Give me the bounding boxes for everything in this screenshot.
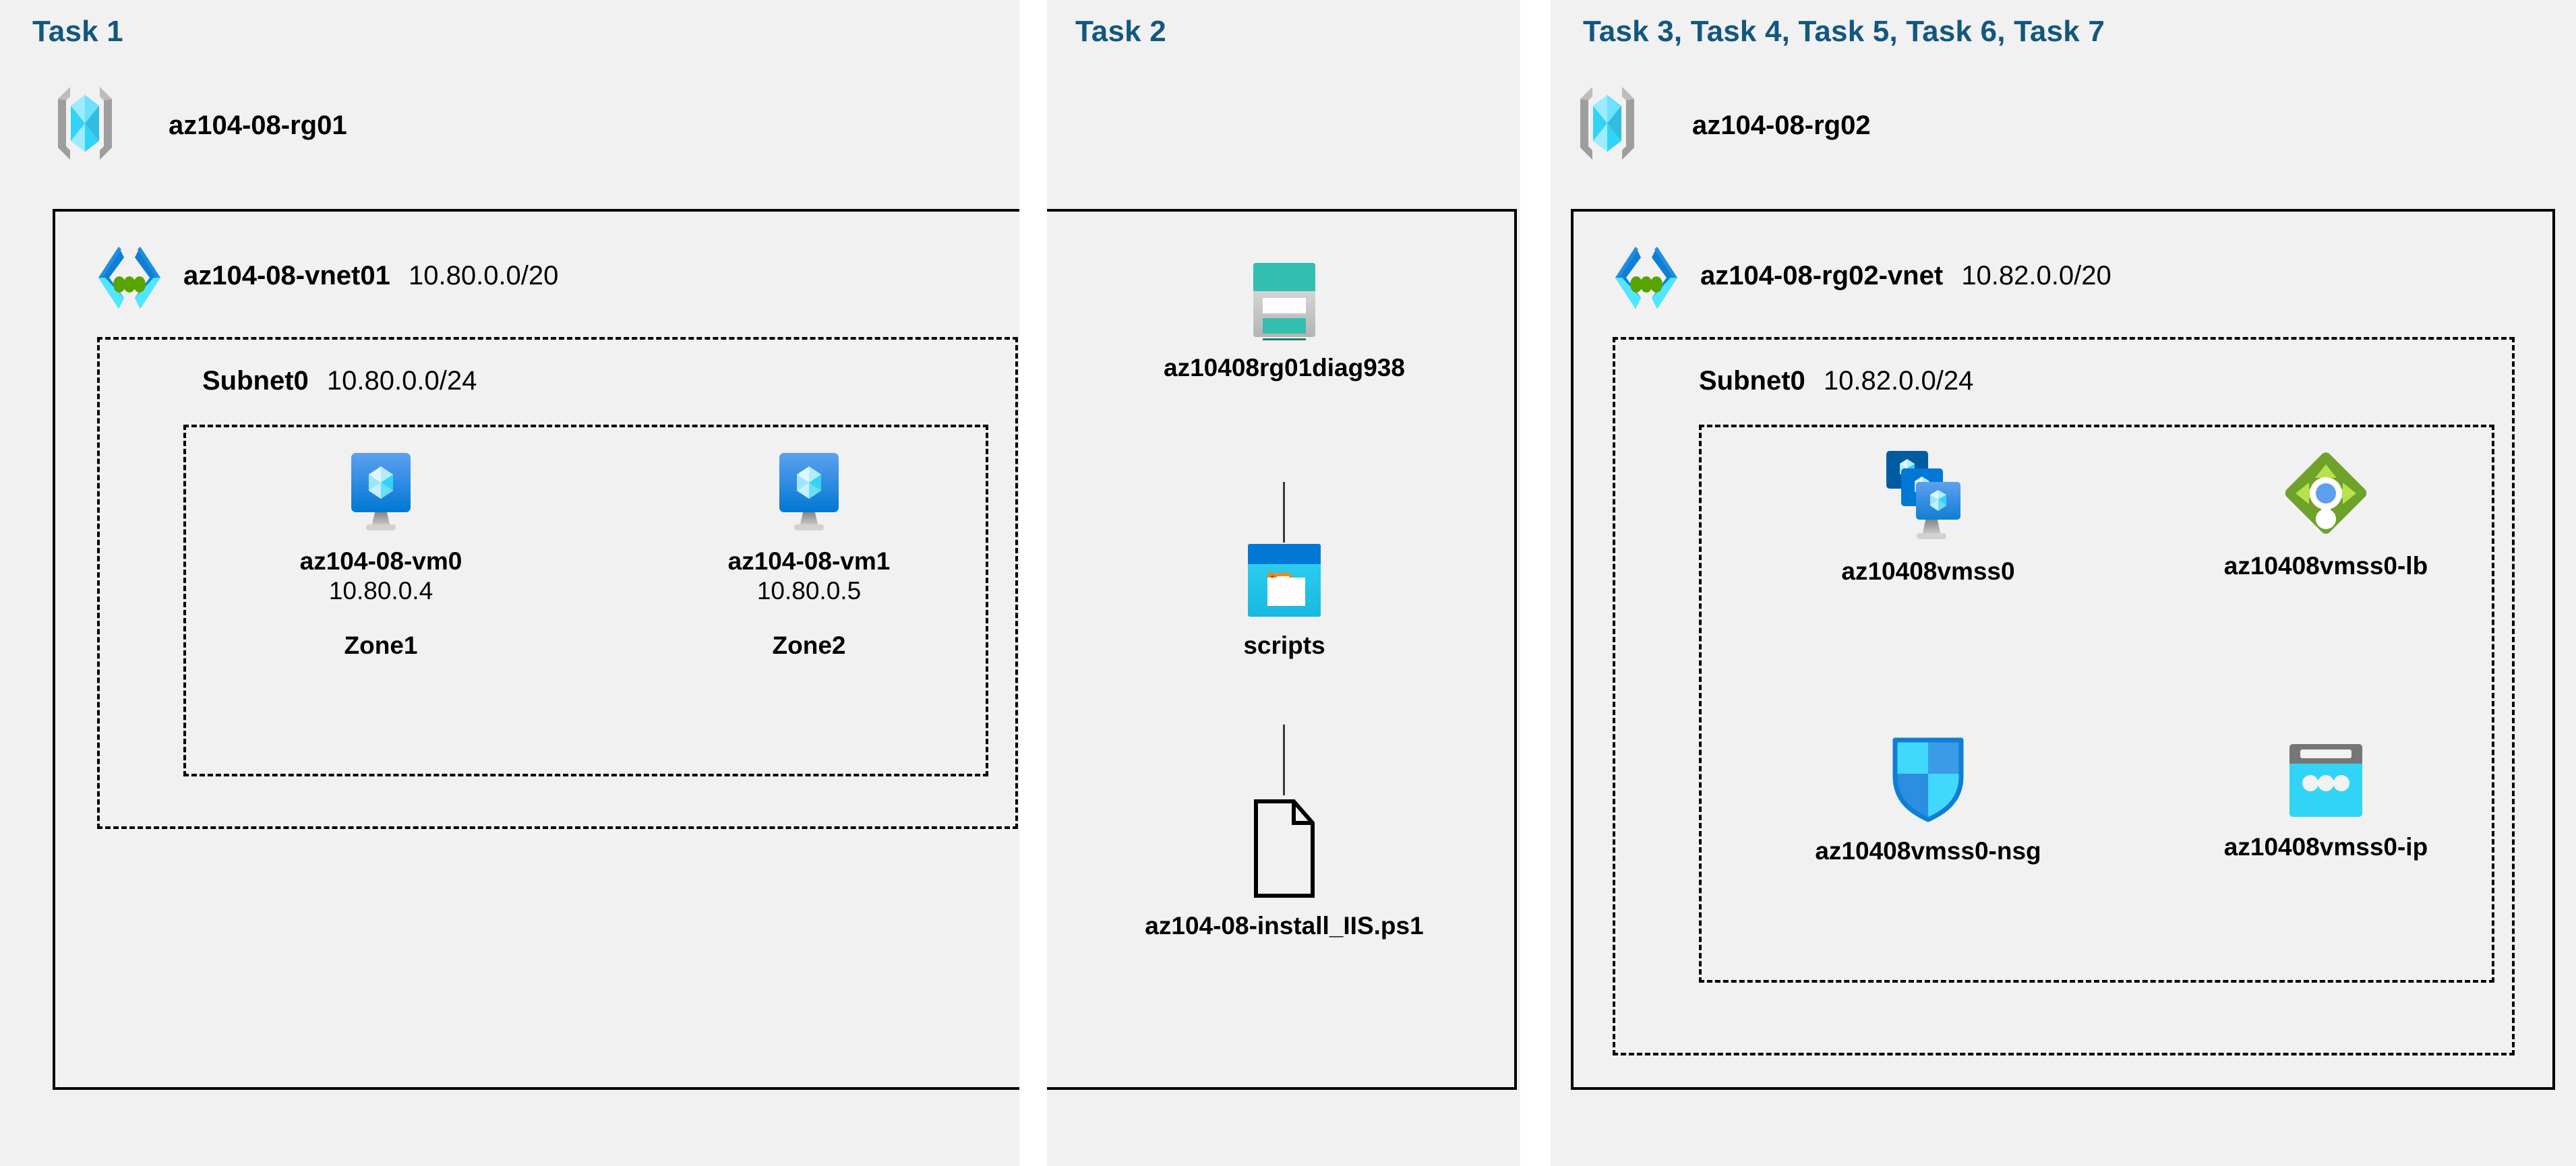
blob-container-icon	[1247, 543, 1322, 618]
storage-account-icon	[1251, 259, 1317, 340]
node-vm1[interactable]: az104-08-vm1 10.80.0.5 Zone2	[651, 452, 967, 661]
resource-group-label-rg01: az104-08-rg01	[169, 112, 347, 139]
rg02-vnet-name: az104-08-rg02-vnet	[1700, 261, 1944, 290]
storage-account-name: az10408rg01diag938	[1164, 354, 1405, 381]
vm1-name: az104-08-vm1	[727, 547, 891, 575]
node-storage-account[interactable]: az10408rg01diag938	[1079, 259, 1490, 383]
nsg-name: az10408vmss0-nsg	[1815, 837, 2041, 865]
node-blob-container[interactable]: scripts	[1126, 543, 1443, 661]
connector-scripts-to-file	[1283, 725, 1285, 795]
vm0-name: az104-08-vm0	[299, 547, 462, 575]
vnet-box-rg02-vnet	[1571, 209, 2555, 1090]
rg02-vnet-cidr: 10.82.0.0/20	[1961, 261, 2111, 290]
vmss-name: az10408vmss0	[1841, 557, 2015, 585]
vnet-label-vnet01: az104-08-vnet01 10.80.0.0/20	[183, 262, 558, 289]
task-title-2: Task 2	[1075, 15, 1166, 48]
availability-zone-box-task1	[183, 425, 988, 776]
virtual-network-icon	[94, 245, 164, 310]
public-ip-address-icon	[2285, 741, 2366, 820]
task-title-3: Task 3, Task 4, Task 5, Task 6, Task 7	[1583, 15, 2105, 48]
node-load-balancer[interactable]: az10408vmss0-lb	[2157, 448, 2494, 581]
vnet-label-rg02-vnet: az104-08-rg02-vnet 10.82.0.0/20	[1700, 262, 2111, 289]
subnet0-cidr-task3: 10.82.0.0/24	[1823, 366, 1974, 396]
resource-group-icon	[53, 84, 117, 162]
public-ip-name: az10408vmss0-ip	[2223, 833, 2428, 861]
virtual-network-icon	[1611, 245, 1681, 310]
node-script-file[interactable]: az104-08-install_IIS.ps1	[1079, 799, 1490, 941]
node-vm0[interactable]: az104-08-vm0 10.80.0.4 Zone1	[222, 452, 539, 661]
rg01-name: az104-08-rg01	[169, 111, 347, 140]
virtual-machine-icon	[770, 452, 848, 534]
task-title-1: Task 1	[32, 15, 123, 48]
subnet0-name-task1: Subnet0	[202, 366, 309, 396]
vnet01-name: az104-08-vnet01	[183, 261, 390, 290]
load-balancer-icon	[2281, 448, 2371, 539]
virtual-machine-icon	[342, 452, 420, 534]
vm0-zone: Zone1	[344, 632, 418, 660]
vnet-box-vnet01	[53, 209, 1019, 1090]
network-security-group-icon	[1890, 735, 1967, 824]
panel-background-task1	[0, 0, 1019, 1166]
panel-background-task3	[1551, 0, 2576, 1166]
node-nsg[interactable]: az10408vmss0-nsg	[1760, 735, 2097, 866]
node-vmss[interactable]: az10408vmss0	[1760, 448, 2097, 586]
subnet0-name-task3: Subnet0	[1699, 366, 1805, 396]
vm1-ip: 10.80.0.5	[756, 576, 862, 605]
subnet-box-task3	[1613, 337, 2515, 1055]
subnet0-cidr-task1: 10.80.0.0/24	[326, 366, 477, 396]
vm-scale-set-icon	[1884, 448, 1973, 544]
resources-box-task3	[1699, 425, 2494, 983]
subnet-box-task1	[97, 337, 1018, 829]
vnet01-cidr: 10.80.0.0/20	[408, 261, 559, 290]
subnet-label-task1: Subnet0 10.80.0.0/24	[202, 367, 477, 394]
resource-group-label-rg02: az104-08-rg02	[1692, 112, 1871, 139]
subnet-label-task3: Subnet0 10.82.0.0/24	[1699, 367, 1973, 394]
connector-storage-to-scripts	[1283, 482, 1285, 543]
file-icon	[1252, 799, 1317, 898]
vnet-box-vnet01-continued	[1047, 209, 1517, 1090]
vm1-zone: Zone2	[772, 632, 846, 660]
script-file-name: az104-08-install_IIS.ps1	[1145, 912, 1424, 940]
blob-container-name: scripts	[1243, 632, 1325, 659]
node-public-ip[interactable]: az10408vmss0-ip	[2157, 741, 2494, 862]
resource-group-icon	[1575, 84, 1640, 162]
rg02-name: az104-08-rg02	[1692, 111, 1871, 140]
vm0-ip: 10.80.0.4	[328, 576, 433, 605]
load-balancer-name: az10408vmss0-lb	[2223, 552, 2428, 580]
